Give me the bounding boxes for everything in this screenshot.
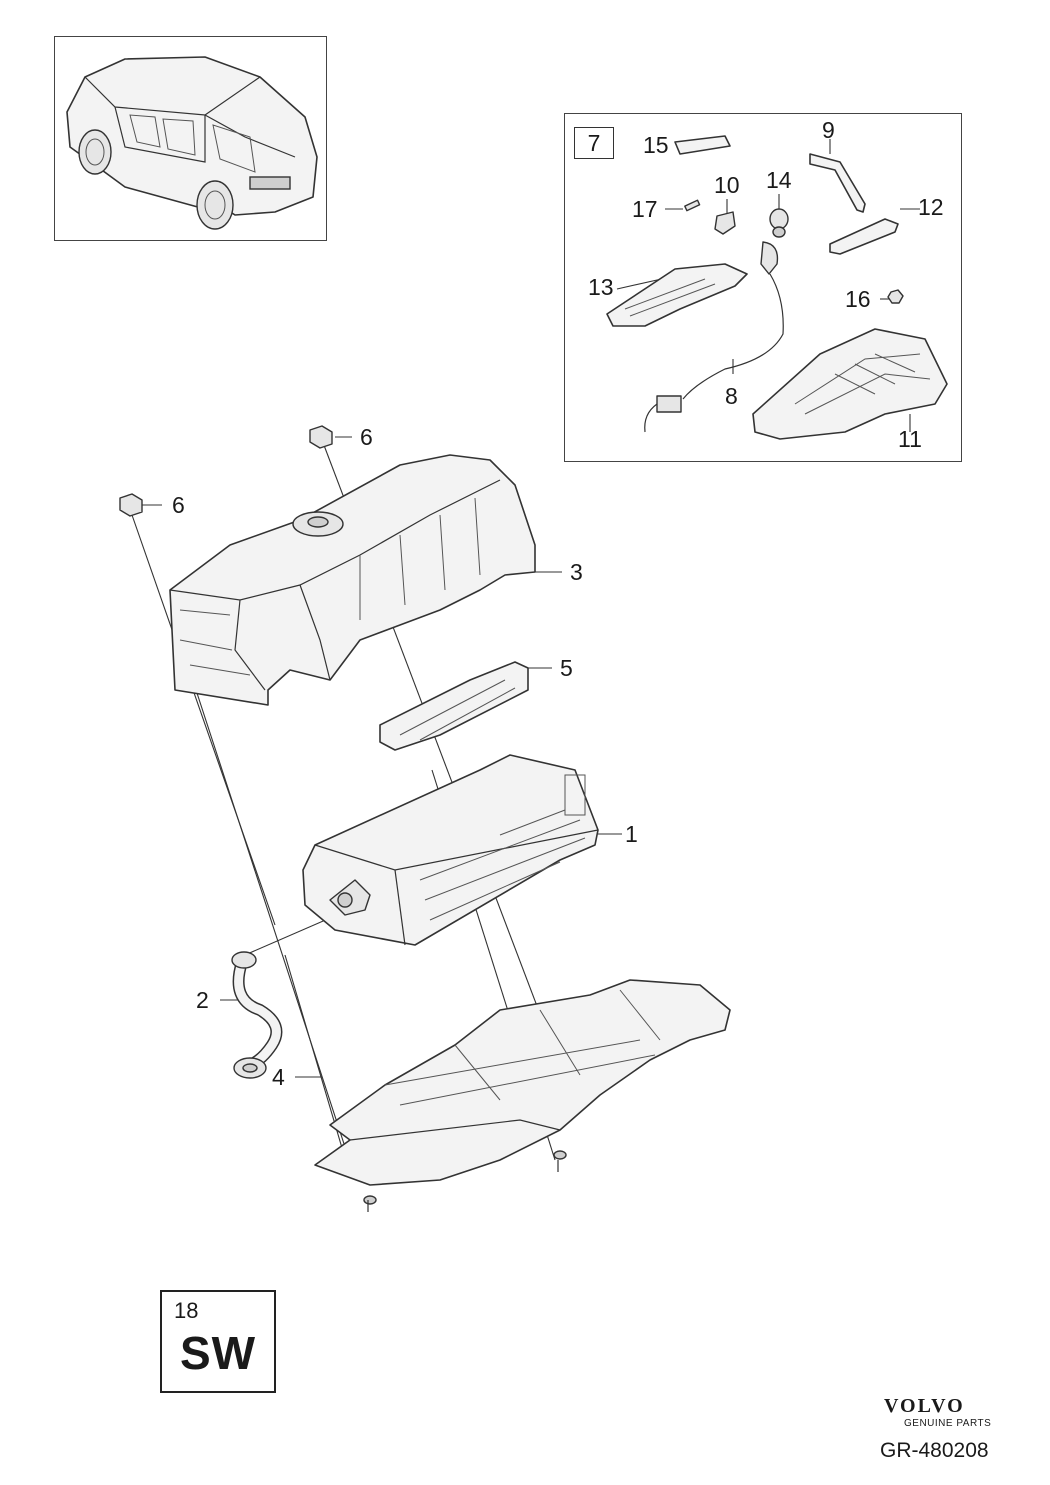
callout-14: 14 <box>766 167 792 193</box>
callout-6-left: 6 <box>172 492 185 518</box>
kit-part-15-shape <box>674 135 731 155</box>
callout-11: 11 <box>898 426 922 452</box>
callout-15: 15 <box>643 132 669 158</box>
section-code-box: 18 SW <box>160 1290 276 1393</box>
kit-part-13-shape <box>606 263 748 327</box>
callout-7: 7 <box>587 129 601 156</box>
volvo-logo: VOLVO <box>884 1395 965 1417</box>
kit-part-16-shape <box>887 289 904 304</box>
part-5-bracket-shape <box>379 661 529 751</box>
part-6-nut-upper <box>309 425 333 449</box>
callout-4: 4 <box>272 1064 285 1090</box>
callout-8: 8 <box>725 383 738 409</box>
callout-12: 12 <box>918 194 944 220</box>
callout-6-upper: 6 <box>360 424 373 450</box>
part-4-shield-shape <box>314 979 731 1212</box>
callout-13: 13 <box>588 274 614 300</box>
section-number: 18 <box>174 1298 199 1323</box>
section-code: SW <box>180 1327 257 1379</box>
callout-17: 17 <box>632 196 658 222</box>
part-1-battery-shape <box>302 754 599 946</box>
rear-battery-highlight <box>249 176 291 190</box>
callout-2: 2 <box>196 987 209 1013</box>
callout-16: 16 <box>845 286 871 312</box>
kit-inset-drawing <box>606 135 948 440</box>
callout-3: 3 <box>570 559 583 585</box>
vehicle-illustration <box>66 56 318 230</box>
kit-part-12-shape <box>829 218 899 255</box>
callout-5: 5 <box>560 655 573 681</box>
kit-part-17-shape <box>684 199 701 212</box>
kit-inset-frame <box>564 113 962 462</box>
part-2-hose-shape <box>231 951 283 1079</box>
callout-9: 9 <box>822 117 835 143</box>
vehicle-thumbnail-frame <box>54 36 327 241</box>
kit-part-11-shape <box>752 328 948 440</box>
drawing-reference-number: GR-480208 <box>880 1439 989 1462</box>
kit-part-9-shape <box>809 153 866 213</box>
genuine-parts-tagline: GENUINE PARTS <box>904 1418 992 1429</box>
kit-number-box: 7 <box>574 127 614 159</box>
callout-1: 1 <box>625 821 638 847</box>
part-3-cover-shape <box>169 454 536 706</box>
kit-part-10-shape <box>714 211 736 235</box>
callout-10: 10 <box>714 172 740 198</box>
part-6-nut-left <box>119 493 143 517</box>
